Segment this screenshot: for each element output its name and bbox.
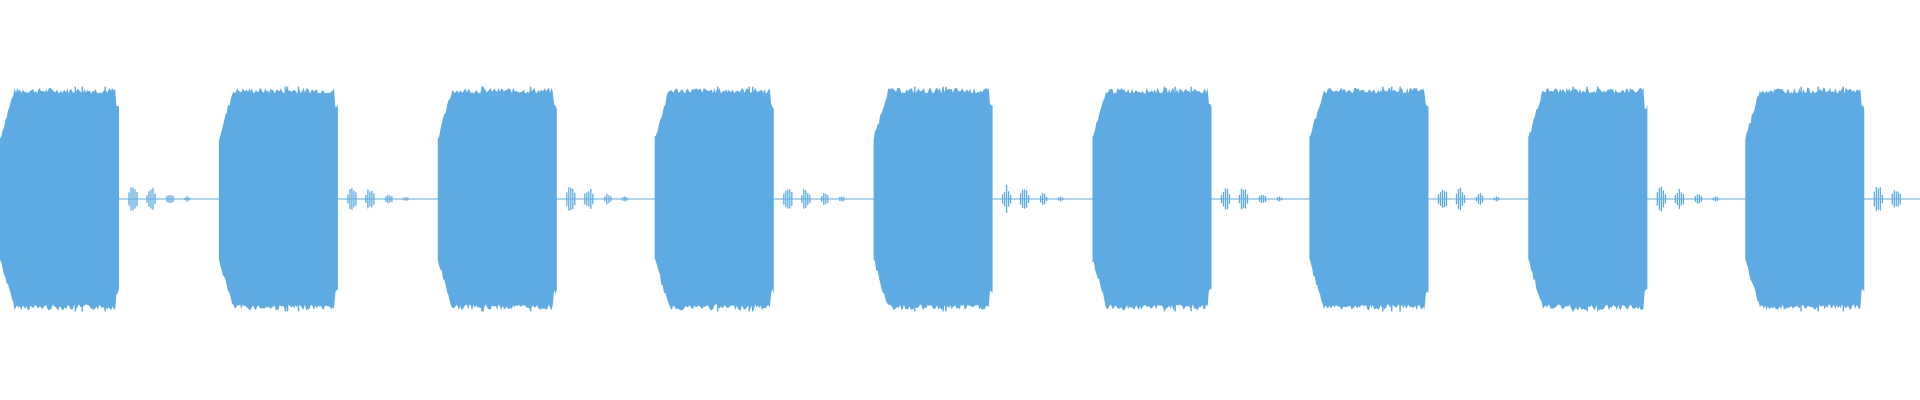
waveform-burst bbox=[0, 87, 119, 311]
waveform-burst bbox=[873, 87, 993, 311]
waveform-burst bbox=[218, 87, 338, 311]
waveform-burst bbox=[654, 87, 774, 311]
waveform-burst bbox=[1745, 87, 1865, 311]
waveform-echoes bbox=[128, 185, 1901, 213]
waveform-burst bbox=[1092, 87, 1212, 311]
waveform-burst bbox=[437, 87, 557, 311]
waveform-burst bbox=[1309, 87, 1429, 311]
waveform-bursts bbox=[0, 86, 1865, 312]
